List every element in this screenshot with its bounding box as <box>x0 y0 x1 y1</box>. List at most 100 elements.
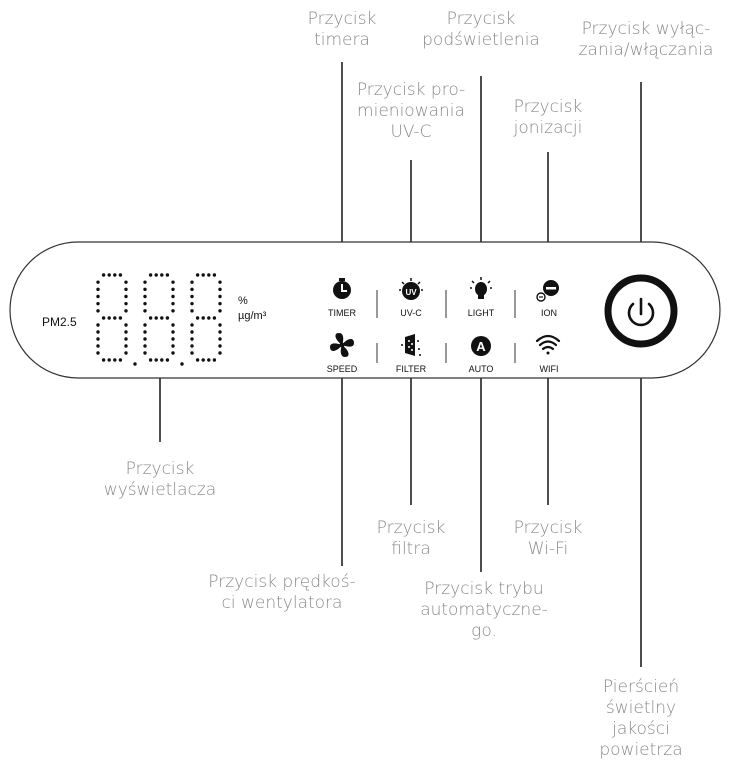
display-dot <box>165 316 170 320</box>
filter-button[interactable]: FILTER <box>395 364 427 374</box>
display-dot <box>201 358 205 362</box>
display-dot <box>190 323 194 327</box>
display-dot <box>171 337 175 341</box>
display-dot <box>190 344 194 348</box>
display-dot <box>96 280 100 284</box>
display-dot <box>190 301 194 306</box>
display-dot <box>124 351 128 355</box>
display-dot <box>201 316 205 320</box>
display-dot <box>218 294 222 299</box>
pm25-dot-display <box>96 273 222 366</box>
display-dot <box>143 337 147 341</box>
display-dot <box>107 358 111 362</box>
display-dot <box>190 280 194 284</box>
pm25-label: PM2.5 <box>42 315 77 329</box>
uvc-button[interactable]: UV-C <box>400 308 422 318</box>
display-dot <box>101 358 106 362</box>
display-dot <box>171 301 175 306</box>
display-dot <box>212 273 217 277</box>
display-dot <box>154 316 158 320</box>
display-dot <box>101 316 106 320</box>
filter-icon <box>401 334 421 356</box>
display-dot <box>96 287 100 292</box>
display-dot <box>195 273 200 277</box>
display-dot <box>171 294 175 299</box>
svg-text:UV: UV <box>405 288 417 297</box>
display-dot <box>143 294 147 299</box>
display-dot <box>190 287 194 292</box>
display-dot <box>190 351 194 355</box>
display-dot <box>171 344 175 348</box>
auto-button[interactable]: AUTO <box>468 364 494 374</box>
display-dot <box>96 294 100 299</box>
auto-a-icon: A <box>471 336 491 356</box>
display-dot <box>124 294 128 299</box>
display-dot <box>201 273 205 277</box>
display-dot <box>96 309 100 313</box>
display-dot <box>113 358 117 362</box>
display-dot <box>207 358 211 362</box>
display-dot <box>143 287 147 292</box>
light-button[interactable]: LIGHT <box>467 308 495 318</box>
display-dot <box>218 287 222 292</box>
display-dot <box>143 330 147 334</box>
display-dot <box>143 301 147 306</box>
display-dot <box>160 316 164 320</box>
timer-icon <box>333 278 351 299</box>
display-dot <box>171 280 175 284</box>
display-dot <box>218 344 222 348</box>
speed-button[interactable]: SPEED <box>326 364 358 374</box>
display-dot <box>124 323 128 327</box>
display-dot <box>96 344 100 348</box>
display-dot <box>212 316 217 320</box>
display-dot <box>165 273 170 277</box>
display-dot <box>96 301 100 306</box>
display-dot <box>207 316 211 320</box>
display-dot <box>143 323 147 327</box>
display-dot <box>218 351 222 355</box>
display-dot <box>154 273 158 277</box>
display-dot <box>143 280 147 284</box>
display-dot <box>113 273 117 277</box>
light-bulb-icon <box>470 277 492 299</box>
display-dot <box>218 330 222 334</box>
unit-percent: % <box>238 295 248 307</box>
display-dot <box>165 358 170 362</box>
display-dot <box>160 273 164 277</box>
wifi-button[interactable]: WIFI <box>539 364 559 374</box>
display-dot <box>96 351 100 355</box>
display-dot <box>148 316 153 320</box>
display-dot <box>143 309 147 313</box>
display-dot <box>218 301 222 306</box>
ion-button[interactable]: ION <box>540 308 557 318</box>
display-dot <box>113 316 117 320</box>
display-dot <box>96 323 100 327</box>
display-dot <box>96 337 100 341</box>
svg-text:A: A <box>476 339 486 354</box>
display-dot <box>190 337 194 341</box>
display-dot <box>124 301 128 306</box>
display-dot <box>190 309 194 313</box>
timer-button[interactable]: TIMER <box>328 308 356 318</box>
display-dot <box>96 330 100 334</box>
display-dot <box>118 273 123 277</box>
display-dot <box>154 358 158 362</box>
display-dot <box>133 362 137 366</box>
display-dot <box>124 330 128 334</box>
display-dot <box>107 316 111 320</box>
display-dot <box>171 309 175 313</box>
display-dot <box>195 358 200 362</box>
power-icon <box>604 274 678 348</box>
display-dot <box>195 316 200 320</box>
display-dot <box>171 330 175 334</box>
display-dot <box>143 351 147 355</box>
display-dot <box>160 358 164 362</box>
display-dot <box>107 273 111 277</box>
display-dot <box>171 323 175 327</box>
